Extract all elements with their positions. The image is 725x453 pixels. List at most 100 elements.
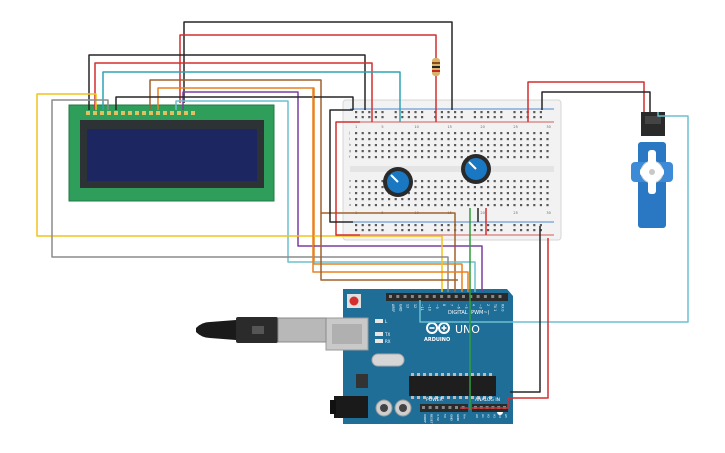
chip-pin <box>489 396 492 399</box>
potentiometer-knob-icon[interactable] <box>461 154 491 184</box>
breadboard-hole <box>440 204 443 207</box>
breadboard-hole <box>368 224 371 227</box>
breadboard-hole <box>401 204 404 207</box>
breadboard-hole <box>460 204 463 207</box>
breadboard-hole <box>374 132 377 135</box>
breadboard-hole <box>361 198 364 201</box>
digital-pin-label: AREF <box>391 304 395 312</box>
breadboard-hole <box>401 150 404 153</box>
breadboard-hole <box>493 186 496 189</box>
breadboard-hole <box>374 224 377 227</box>
breadboard-hole <box>539 156 542 159</box>
chip-pin <box>411 396 414 399</box>
breadboard-hole <box>500 186 503 189</box>
breadboard-hole <box>467 150 470 153</box>
breadboard-hole <box>539 132 542 135</box>
chip-pin <box>429 373 432 376</box>
breadboard-hole <box>355 224 358 227</box>
led-label-l: L <box>385 319 388 324</box>
potentiometer-knob-icon[interactable] <box>383 167 413 197</box>
lcd-pin <box>100 111 104 115</box>
breadboard-hole <box>361 186 364 189</box>
breadboard-hole <box>447 111 450 114</box>
analog-pin-label: A5 <box>504 414 508 418</box>
breadboard-hole <box>533 198 536 201</box>
breadboard-hole <box>493 180 496 183</box>
digital-pin-label: ~3 <box>479 304 483 309</box>
analog-header-label: ANALOG IN <box>475 397 500 403</box>
breadboard-hole <box>539 111 542 114</box>
chip-pin <box>423 373 426 376</box>
breadboard-column-number: 15 <box>447 125 451 129</box>
breadboard-hole <box>467 138 470 141</box>
wire-purple <box>182 91 483 292</box>
lcd-pin <box>142 111 146 115</box>
breadboard-hole <box>473 229 476 232</box>
breadboard-hole <box>500 132 503 135</box>
chip-pin <box>447 373 450 376</box>
breadboard-hole <box>493 150 496 153</box>
breadboard-hole <box>467 186 470 189</box>
power-header-label: POWER <box>426 397 443 403</box>
breadboard-hole <box>473 150 476 153</box>
wire-black <box>88 54 366 110</box>
digital-pin-label: TX 1 <box>493 303 497 311</box>
breadboard-hole <box>394 156 397 159</box>
breadboard-hole <box>487 198 490 201</box>
breadboard-row-letter: j <box>348 131 350 135</box>
breadboard-hole <box>454 111 457 114</box>
chip-pin <box>459 396 462 399</box>
wire-red <box>335 121 360 236</box>
breadboard-hole <box>401 229 404 232</box>
breadboard-hole <box>355 150 358 153</box>
breadboard-column-number: 20 <box>480 125 484 129</box>
breadboard-row-letter: e <box>349 179 351 183</box>
breadboard-hole <box>421 138 424 141</box>
breadboard-hole <box>427 192 430 195</box>
breadboard-hole <box>388 150 391 153</box>
digital-pin-label: 4 <box>471 304 475 306</box>
chip-pin <box>453 396 456 399</box>
breadboard-hole <box>368 116 371 119</box>
breadboard-hole <box>361 204 364 207</box>
breadboard-hole <box>533 150 536 153</box>
breadboard-hole <box>513 229 516 232</box>
breadboard-hole <box>414 192 417 195</box>
chip-pin <box>477 396 480 399</box>
breadboard-hole <box>546 180 549 183</box>
arduino-logo <box>426 322 450 334</box>
breadboard-hole <box>454 138 457 141</box>
breadboard-hole <box>447 150 450 153</box>
breadboard-hole <box>487 138 490 141</box>
breadboard-hole <box>493 229 496 232</box>
reset-button-icon[interactable] <box>349 296 359 306</box>
wire-gray <box>51 99 449 292</box>
digital-header-socket <box>469 295 473 298</box>
breadboard-hole <box>506 156 509 159</box>
breadboard-hole <box>434 156 437 159</box>
breadboard-hole <box>447 156 450 159</box>
lcd-pin <box>93 111 97 115</box>
breadboard-hole <box>500 144 503 147</box>
breadboard-hole <box>493 156 496 159</box>
breadboard-hole <box>506 204 509 207</box>
digital-header-socket <box>396 295 400 298</box>
breadboard-hole <box>487 186 490 189</box>
digital-header-socket <box>432 295 436 298</box>
breadboard-hole <box>381 150 384 153</box>
breadboard-hole <box>447 144 450 147</box>
breadboard-row-letter: i <box>349 137 350 141</box>
wire-red <box>179 34 437 103</box>
breadboard-hole <box>407 138 410 141</box>
chip-pin <box>417 373 420 376</box>
breadboard-hole <box>539 144 542 147</box>
breadboard-hole <box>454 192 457 195</box>
breadboard-hole <box>440 116 443 119</box>
breadboard-hole <box>546 198 549 201</box>
lcd-pin <box>149 111 153 115</box>
breadboard-hole <box>546 192 549 195</box>
breadboard-hole <box>493 192 496 195</box>
breadboard-hole <box>414 224 417 227</box>
power-pin-label: RESET <box>430 414 434 424</box>
breadboard-hole <box>368 192 371 195</box>
